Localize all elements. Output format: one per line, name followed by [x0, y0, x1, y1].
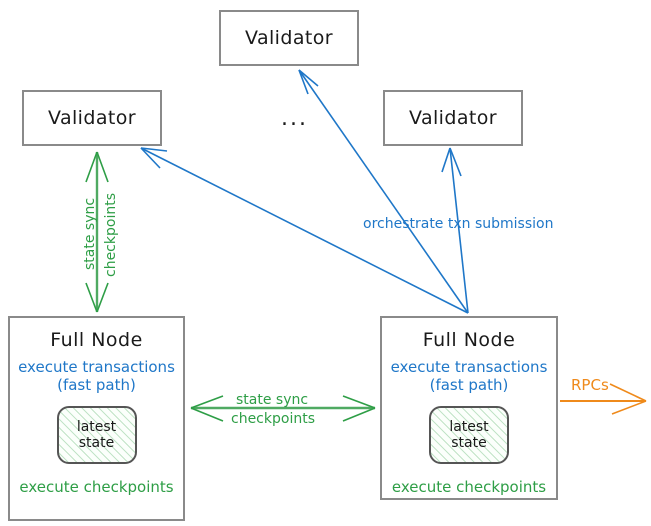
fullnode-left-footer: execute checkpoints	[19, 478, 174, 497]
validator-left-label: Validator	[48, 107, 136, 129]
latest-state-box-left: latest state	[56, 406, 137, 465]
latest-state-right-line2: state	[451, 435, 487, 452]
state-sync-horizontal-line1: state sync	[236, 392, 309, 408]
validator-top-label: Validator	[245, 27, 333, 49]
rpcs-label: RPCs	[571, 376, 609, 394]
fullnode-left-subtitle-line2: (fast path)	[57, 375, 136, 394]
fullnode-right-subtitle-line2: (fast path)	[429, 375, 509, 394]
state-sync-vertical-line1: state sync	[82, 197, 98, 270]
fullnode-right-subtitle-line1: execute transactions	[390, 358, 548, 376]
orchestrate-txn-submission-label: orchestrate txn submission	[363, 216, 554, 232]
fullnode-left-title: Full Node	[50, 329, 143, 351]
validator-box-left[interactable]: Validator	[22, 90, 162, 146]
latest-state-left-line2: state	[78, 435, 115, 452]
latest-state-right-line1: latest	[449, 419, 489, 436]
fullnode-right-subtitle: execute transactions (fast path)	[390, 358, 548, 394]
ellipsis-more-validators: ...	[281, 106, 308, 131]
fullnode-left-subtitle: execute transactions (fast path)	[18, 358, 175, 394]
latest-state-left-line1: latest	[76, 419, 117, 436]
fullnode-box-right[interactable]: Full Node execute transactions (fast pat…	[380, 316, 558, 500]
fullnode-right-footer: execute checkpoints	[391, 478, 547, 497]
fullnode-box-left[interactable]: Full Node execute transactions (fast pat…	[8, 316, 185, 521]
fullnode-left-subtitle-line1: execute transactions	[18, 358, 175, 376]
latest-state-box-right: latest state	[429, 406, 509, 465]
state-sync-vertical-line2: checkpoints	[103, 193, 119, 277]
validator-right-label: Validator	[409, 107, 497, 129]
validator-box-right[interactable]: Validator	[383, 90, 523, 146]
state-sync-horizontal-line2: checkpoints	[231, 411, 315, 427]
validator-box-top[interactable]: Validator	[219, 10, 359, 66]
fullnode-right-title: Full Node	[422, 329, 516, 351]
